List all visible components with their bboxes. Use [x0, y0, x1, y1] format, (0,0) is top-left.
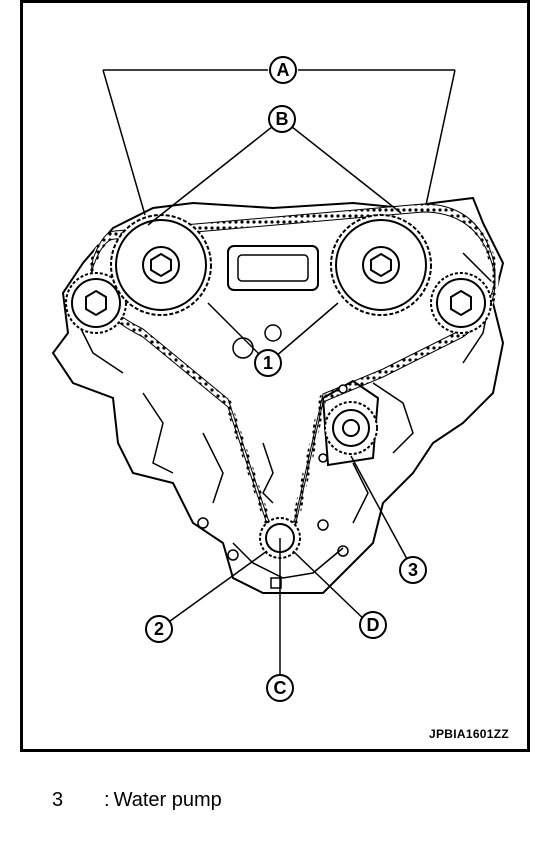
- callout-1: 1: [254, 349, 282, 377]
- svg-text:C: C: [274, 678, 287, 698]
- callout-2: 2: [145, 615, 173, 643]
- timing-chain-figure: A B 1 3 2 D C JPBIA1601ZZ: [20, 0, 530, 752]
- left-camshaft-sprocket: [110, 214, 212, 316]
- water-pump-sprocket: [318, 379, 380, 467]
- callout-C: C: [266, 674, 294, 702]
- legend-label: Water pump: [113, 789, 222, 811]
- right-outer-sprocket: [430, 272, 492, 334]
- callout-D: D: [359, 611, 387, 639]
- legend-number: 3: [52, 789, 64, 811]
- svg-text:1: 1: [263, 353, 273, 373]
- svg-text:3: 3: [408, 560, 418, 580]
- svg-text:A: A: [277, 60, 290, 80]
- center-window: [227, 245, 319, 291]
- callout-B: B: [268, 105, 296, 133]
- svg-text:D: D: [367, 615, 380, 635]
- figure-code: JPBIA1601ZZ: [429, 727, 509, 741]
- legend-separator: :: [104, 789, 110, 811]
- legend-item: 3 : Water pump: [52, 789, 222, 812]
- leader-lines: [102, 69, 456, 688]
- svg-text:2: 2: [154, 619, 164, 639]
- callout-3: 3: [399, 556, 427, 584]
- right-camshaft-sprocket: [330, 214, 432, 316]
- timing-chain-drawing: A B 1 3 2 D C: [51, 56, 505, 702]
- svg-text:B: B: [276, 109, 289, 129]
- engine-cover-outline: [51, 196, 505, 594]
- left-outer-sprocket: [65, 272, 127, 334]
- callout-A: A: [269, 56, 297, 84]
